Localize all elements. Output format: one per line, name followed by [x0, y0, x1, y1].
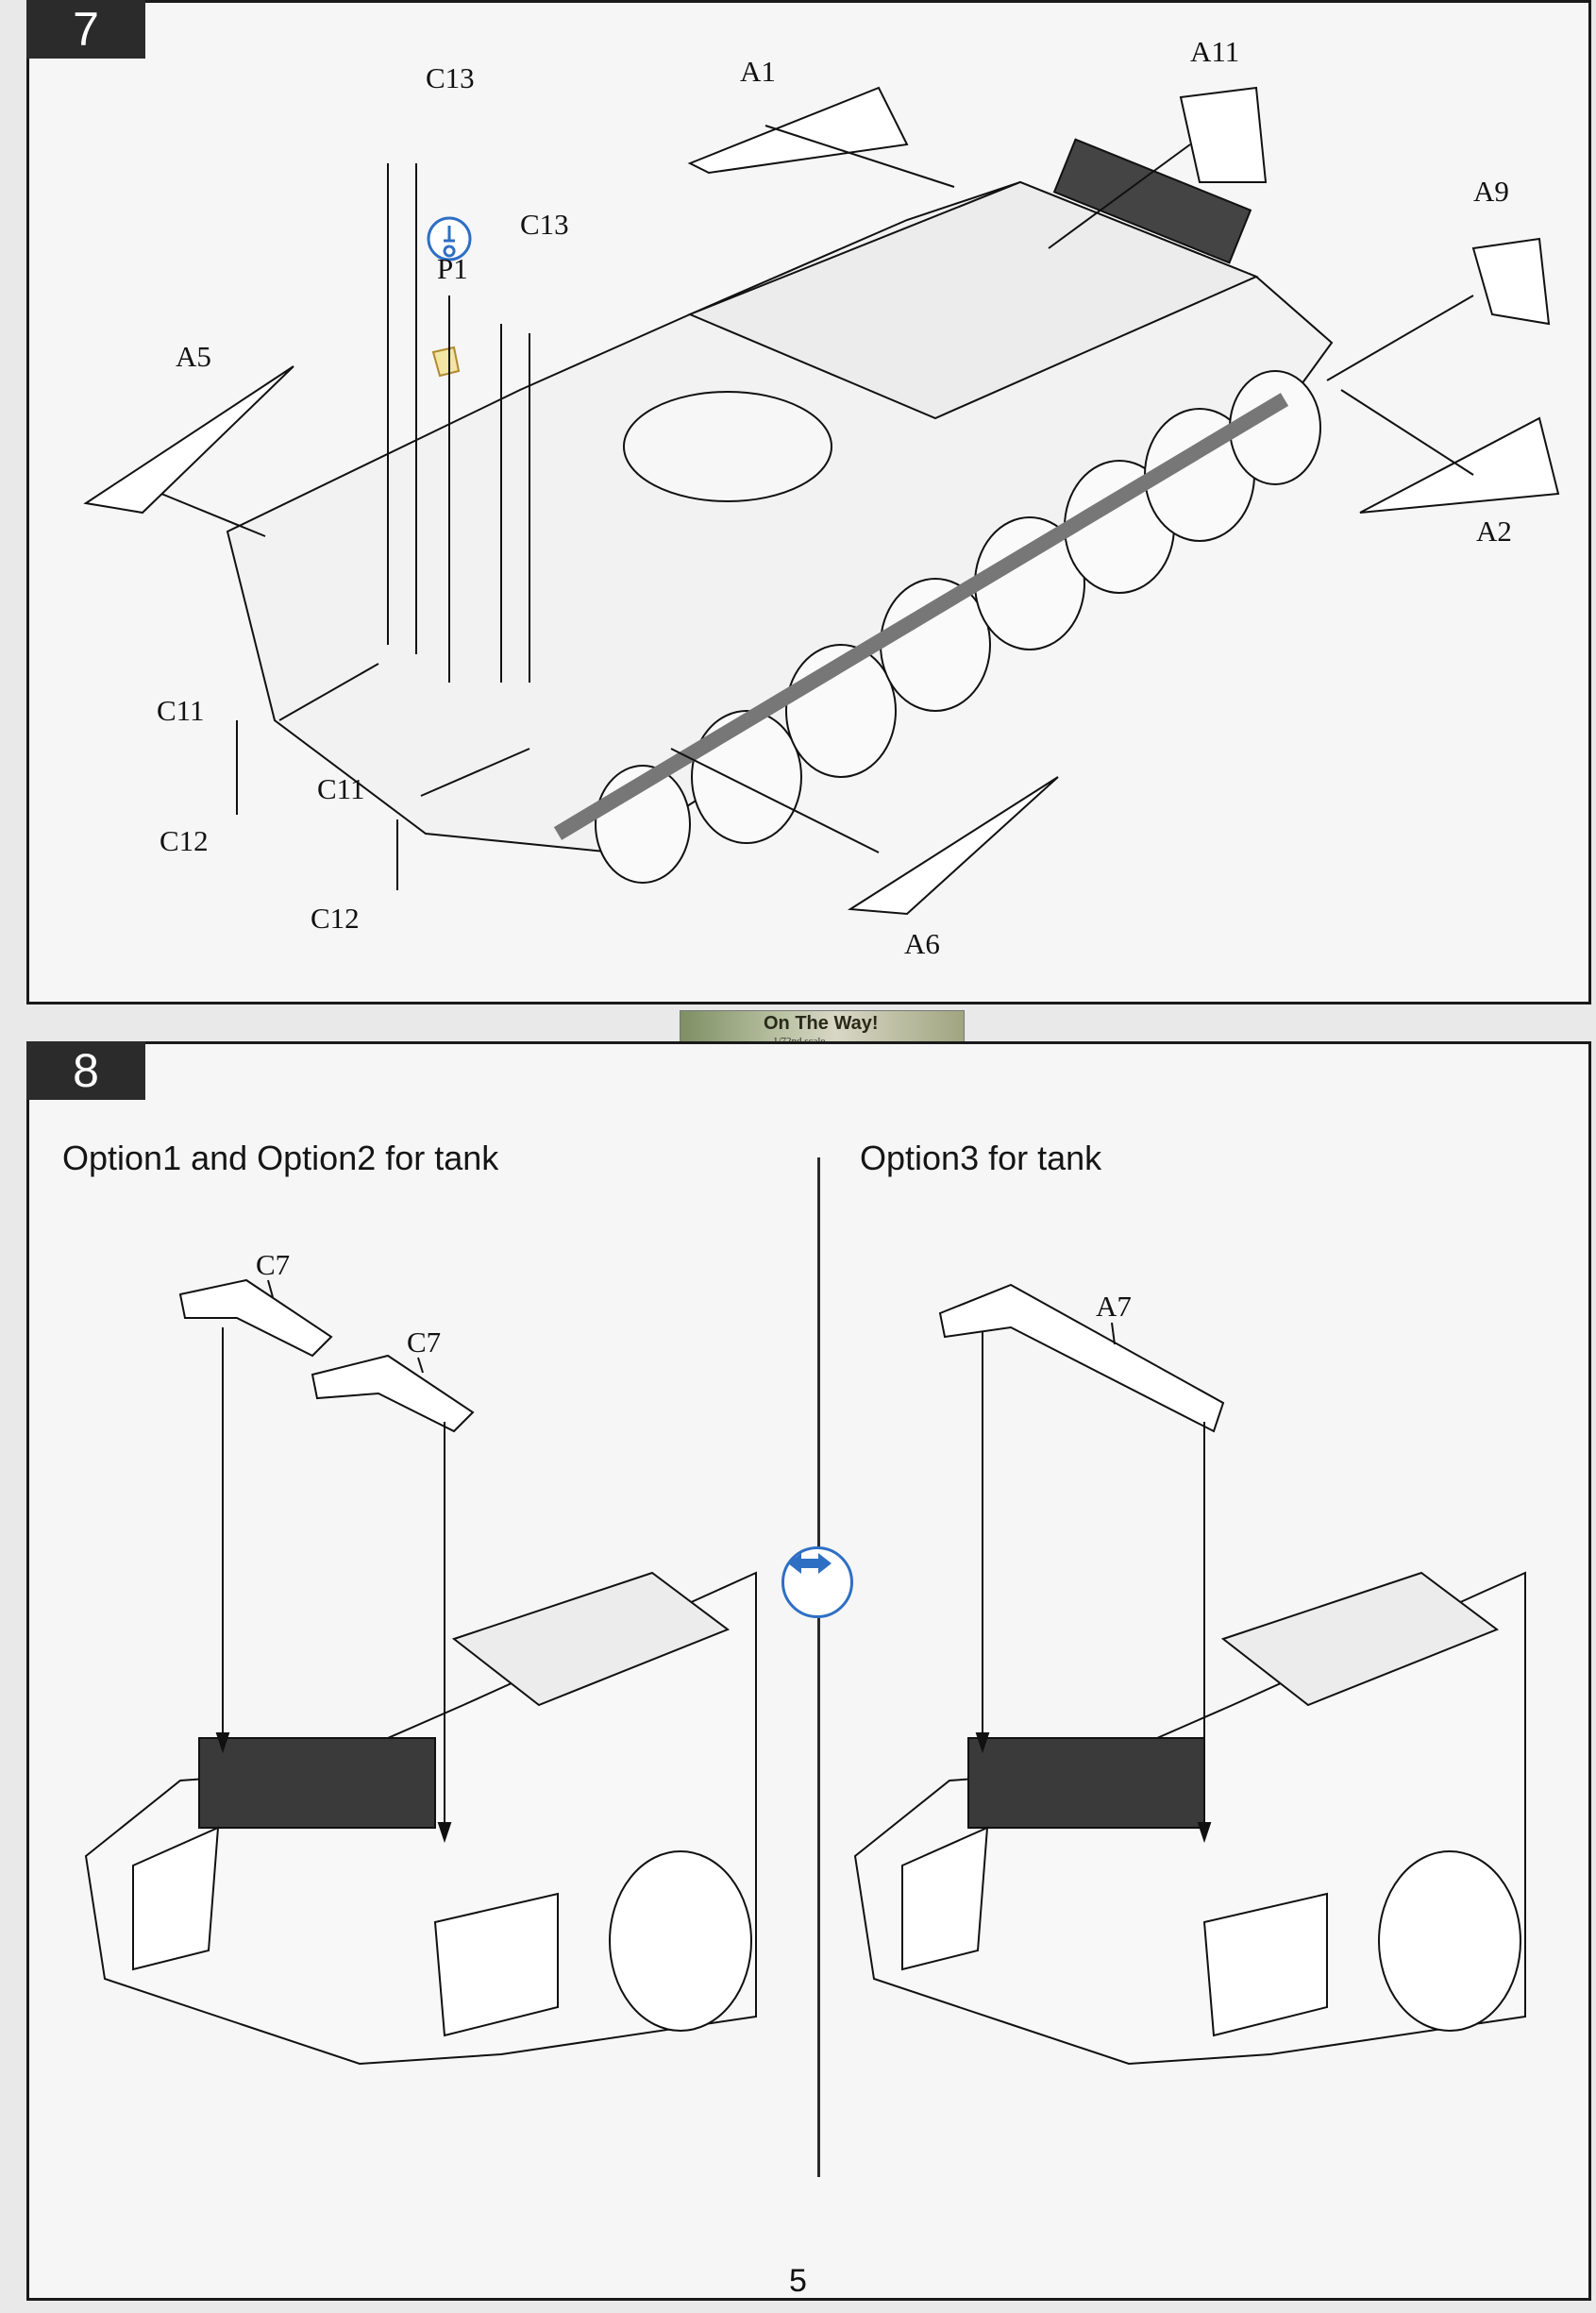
engine-grille — [1052, 138, 1252, 264]
label-c7-second: C7 — [407, 1325, 441, 1359]
part-a1-drawing — [687, 86, 909, 175]
label-a6: A6 — [904, 927, 940, 960]
part-a5-drawing — [83, 365, 294, 515]
step-8-panel: 8 Option1 and Option2 for tank Option3 f… — [26, 1041, 1591, 2301]
option-1-2-title: Option1 and Option2 for tank — [62, 1139, 499, 1177]
assembly-arrows — [160, 125, 1474, 890]
step-number-badge: 7 — [26, 0, 145, 59]
part-a7-drawing — [938, 1283, 1225, 1433]
label-a7: A7 — [1096, 1290, 1132, 1323]
step-number-badge: 8 — [26, 1041, 145, 1100]
part-a11-drawing — [1179, 86, 1268, 183]
label-c13-right: C13 — [520, 208, 569, 241]
label-a9: A9 — [1473, 175, 1509, 208]
label-a1: A1 — [740, 55, 776, 88]
option-3-title: Option3 for tank — [860, 1139, 1102, 1177]
page-number: 5 — [789, 2263, 807, 2299]
right-hull-drawing — [853, 1571, 1526, 2066]
step-7-assembly-diagram: C13 C13 P1 A1 A11 A9 A5 A2 C11 C11 C12 C… — [83, 35, 1560, 960]
turret-ring — [623, 391, 832, 502]
part-a6-drawing — [847, 776, 1059, 916]
step-7-panel: 7 — [26, 0, 1591, 1005]
part-c7-second-drawing — [311, 1354, 475, 1433]
label-a11: A11 — [1190, 35, 1239, 68]
label-p1: P1 — [437, 252, 468, 285]
part-a9-drawing — [1471, 237, 1551, 326]
label-a2: A2 — [1476, 515, 1512, 548]
label-c13-left: C13 — [426, 61, 475, 94]
part-c7-first-drawing — [178, 1278, 333, 1358]
track-drawing — [553, 393, 1289, 840]
label-a5: A5 — [176, 340, 211, 373]
label-c12-left: C12 — [160, 824, 209, 857]
left-hull-drawing — [84, 1571, 757, 2066]
logo-title: On The Way! — [764, 1013, 879, 1034]
step-8-assembly-diagram: C7 C7 A7 — [84, 1248, 1526, 2066]
label-c12-right: C12 — [311, 902, 360, 935]
engine-deck — [687, 180, 1259, 420]
part-p1-drawing — [431, 346, 461, 378]
label-c7-first: C7 — [256, 1248, 290, 1281]
alternative-options-icon — [781, 1546, 853, 1618]
options-divider — [817, 1157, 820, 2177]
assembly-arrows — [215, 1279, 1212, 1844]
label-c11-right: C11 — [317, 772, 365, 805]
label-c11-left: C11 — [157, 694, 205, 727]
